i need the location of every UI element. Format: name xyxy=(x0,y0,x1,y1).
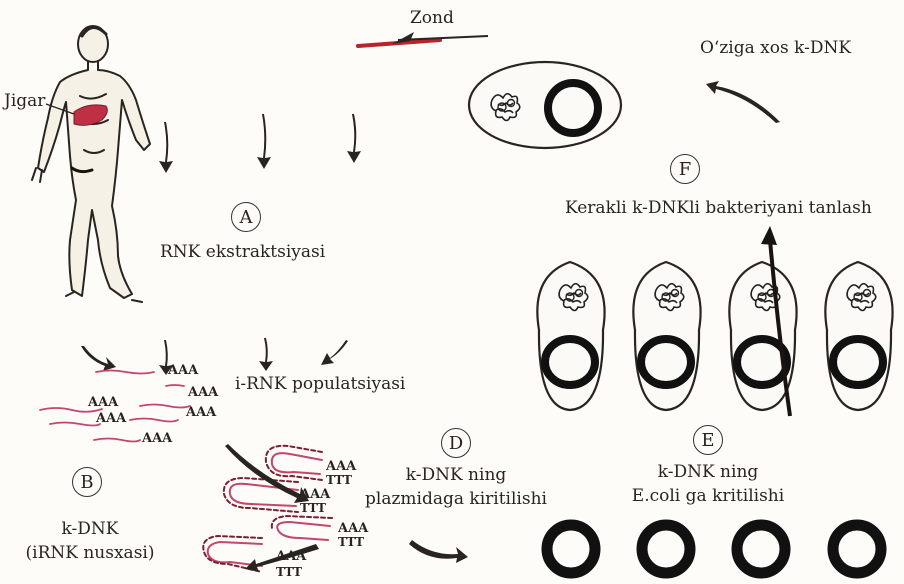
human-figure xyxy=(32,26,150,302)
rna-extraction-label: RNK ekstraktsiyasi xyxy=(160,244,325,261)
plasmid-insertion-label: k-DNK ning plazmidaga kiritilishi xyxy=(356,464,556,512)
plasmids-row xyxy=(547,525,881,573)
poly-a-tag: AAA xyxy=(186,406,216,419)
bacterium xyxy=(633,262,700,410)
bacterium xyxy=(537,262,604,410)
cdna-label: k-DNK (iRNK nusxasi) xyxy=(20,518,160,566)
poly-a-tag: AAA xyxy=(96,412,126,425)
extraction-arrows xyxy=(159,114,361,173)
plasmid xyxy=(642,525,690,573)
plasmid xyxy=(833,525,881,573)
step-a-marker: A xyxy=(231,202,261,232)
down-arrow xyxy=(259,338,273,371)
step-b-marker: B xyxy=(72,467,102,497)
plasmid-insertion-line2: plazmidaga kiritilishi xyxy=(356,488,556,512)
plasmid xyxy=(547,525,595,573)
step-f-marker: F xyxy=(670,154,700,184)
mrna-population-label: i-RNK populatsiyasi xyxy=(235,376,405,393)
specific-cdna-label: O‘ziga xos k-DNK xyxy=(700,40,851,57)
poly-t-tag: TTT xyxy=(338,536,364,548)
curved-arrow xyxy=(706,81,780,123)
bacterium xyxy=(825,262,892,410)
down-arrow xyxy=(347,114,361,163)
liver-label: Jigar xyxy=(4,93,45,110)
poly-a-tag: AAA xyxy=(188,386,218,399)
probe-label: Zond xyxy=(410,10,454,27)
plasmid-insertion-line1: k-DNK ning xyxy=(356,464,556,488)
poly-a-tag: AAA xyxy=(142,432,172,445)
poly-a-tag: AAA xyxy=(276,550,306,563)
selected-bacterium xyxy=(469,62,621,148)
poly-a-tag: AAA xyxy=(338,522,368,535)
poly-t-tag: TTT xyxy=(300,502,326,514)
cdna-label-line2: (iRNK nusxasi) xyxy=(20,542,160,566)
poly-t-tag: TTT xyxy=(326,474,352,486)
curved-arrow xyxy=(321,340,348,365)
poly-t-tag: TTT xyxy=(276,566,302,578)
curved-arrow xyxy=(409,540,468,563)
poly-a-tag: AAA xyxy=(300,488,330,501)
poly-a-tag: AAA xyxy=(88,396,118,409)
cdna-label-line1: k-DNK xyxy=(20,518,160,542)
ecoli-insertion-line2: E.coli ga kritilishi xyxy=(608,485,808,509)
plasmid xyxy=(737,525,785,573)
down-arrow xyxy=(257,114,271,169)
population-arrows xyxy=(81,338,348,375)
poly-a-tag: AAA xyxy=(168,364,198,377)
bacteria-row xyxy=(537,262,892,410)
step-e-marker: E xyxy=(693,425,723,455)
probe xyxy=(358,32,488,46)
step-d-marker: D xyxy=(441,428,471,458)
curved-arrow xyxy=(81,346,116,371)
poly-a-tag: AAA xyxy=(326,460,356,473)
down-arrow xyxy=(159,122,173,173)
ecoli-insertion-label: k-DNK ning E.coli ga kritilishi xyxy=(608,461,808,509)
ecoli-insertion-line1: k-DNK ning xyxy=(608,461,808,485)
select-bacteria-label: Kerakli k-DNKli bakteriyani tanlash xyxy=(565,200,872,217)
